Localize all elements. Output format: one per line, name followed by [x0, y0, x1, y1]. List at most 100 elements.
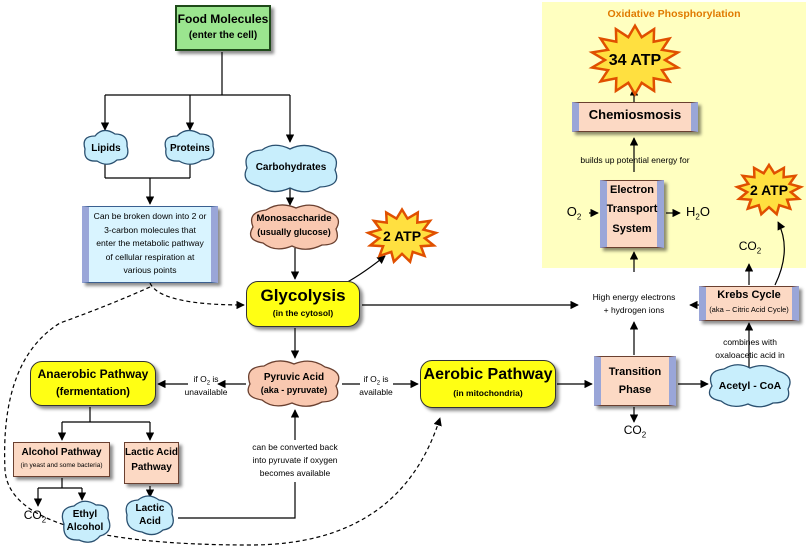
- lipids-cloud: [83, 129, 129, 165]
- monosaccharide-sub: (usually glucose): [257, 227, 331, 237]
- transition-phase-box: [594, 356, 676, 406]
- if-o2-available-line1: if O2 is: [350, 374, 402, 388]
- glycolysis-title: Glycolysis: [260, 286, 346, 305]
- high-energy-line2: + hydrogen ions: [603, 305, 665, 315]
- breakdown-line: Can be broken down into 2 or: [93, 211, 207, 221]
- lactic-acid-pathway-line2: Pathway: [131, 462, 172, 473]
- anaerobic-pathway-box: [30, 361, 156, 406]
- combines-line1: combines with: [723, 337, 777, 347]
- oxidative-phosphorylation-panel: [542, 2, 806, 268]
- anaerobic-pathway-sub: (fermentation): [56, 386, 130, 398]
- oxidative-phosphorylation-title: Oxidative Phosphorylation: [607, 8, 741, 20]
- dashed-arrow-breakdown-to-aerobic: [4, 286, 442, 546]
- electron-transport-box: [600, 180, 664, 248]
- if-o2-available-line2: available: [359, 387, 393, 397]
- anaerobic-pathway-title: Anaerobic Pathway: [37, 367, 149, 381]
- lactic-acid-pathway-line1: Lactic Acid: [125, 447, 178, 458]
- breakdown-line: enter the metabolic pathway: [96, 238, 204, 249]
- food-molecules-box: [175, 5, 271, 51]
- o2-label: O2: [563, 204, 585, 222]
- builds-up-label: builds up potential energy for: [580, 155, 690, 165]
- lactic-label: Lactic: [135, 503, 165, 514]
- co2-transition-subscript: 2: [641, 430, 647, 440]
- co2-transition-text: CO: [623, 423, 642, 437]
- alcohol-pathway-title: Alcohol Pathway: [21, 447, 102, 458]
- pyruvic-acid-label: Pyruvic Acid: [263, 372, 325, 383]
- atp-34-starburst: [588, 23, 682, 97]
- co2-krebs-subscript: 2: [756, 246, 762, 256]
- atp-krebs-label: 2 ATP: [749, 182, 789, 198]
- proteins-cloud: [164, 129, 215, 165]
- connectors: [33, 52, 786, 519]
- acid-label: Acid: [139, 516, 161, 527]
- dashed-connectors: [4, 282, 442, 546]
- krebs-cycle-sub: (aka – Citric Acid Cycle): [709, 305, 789, 314]
- if-o2-unavailable-is: is: [210, 374, 219, 384]
- alcohol-pathway-box: [13, 442, 110, 477]
- if-o2-unavailable-text: if O: [193, 374, 207, 384]
- krebs-cycle-title: Krebs Cycle: [717, 289, 781, 301]
- breakdown-line: various points: [123, 265, 177, 276]
- transition-line1: Transition: [608, 366, 662, 378]
- proteins-label: Proteins: [169, 143, 210, 154]
- h2o-o: O: [699, 204, 710, 219]
- if-o2-available-subscript: 2: [376, 380, 381, 387]
- alcohol-pathway-sub: (in yeast and some bacteria): [20, 462, 103, 469]
- dashed-arrow-breakdown-to-glycolysis: [149, 282, 245, 310]
- breakdown-line: 3-carbon molecules that: [104, 224, 196, 235]
- co2-fermentation-text: CO: [23, 508, 42, 522]
- breakdown-line: of cellular respiration at: [105, 251, 195, 262]
- if-o2-unavailable-line1: if O2 is: [178, 374, 234, 388]
- high-energy-line1: High energy electrons: [592, 292, 676, 302]
- lactic-acid-pathway-box: [124, 442, 179, 484]
- convert-back-line1: can be converted back: [252, 442, 338, 452]
- ets-line1: Electron: [609, 184, 654, 196]
- breakdown-text: Can be broken down into 2 or 3-carbon mo…: [92, 210, 208, 278]
- co2-krebs-label: CO2: [731, 239, 769, 256]
- h2o-h: H: [686, 204, 696, 219]
- if-o2-available-text: if O: [363, 374, 377, 384]
- carbohydrates-label: Carbohydrates: [255, 162, 327, 173]
- transition-line2: Phase: [618, 384, 652, 396]
- h2o-subscript: 2: [695, 212, 700, 222]
- co2-fermentation-subscript: 2: [41, 515, 47, 525]
- connector-lactic-acid-return: [178, 482, 296, 519]
- lipids-label: Lipids: [91, 143, 121, 154]
- ethyl-alcohol-cloud: [61, 500, 111, 543]
- krebs-cycle-box: [699, 286, 799, 321]
- convert-back-line3: becomes available: [259, 468, 331, 478]
- o2-subscript: 2: [576, 212, 582, 222]
- acetyl-coa-label: Acetyl - CoA: [718, 380, 782, 392]
- ets-line2: Transport: [606, 203, 658, 215]
- combines-line2: oxaloacetic acid in: [715, 350, 785, 360]
- monosaccharide-cloud: [249, 204, 340, 250]
- atp-glycolysis-starburst: [364, 207, 440, 265]
- atp-krebs-starburst: [733, 162, 805, 217]
- ethyl-label: Ethyl: [72, 509, 98, 520]
- food-molecules-title: Food Molecules: [177, 12, 269, 26]
- aerobic-pathway-title: Aerobic Pathway: [423, 366, 553, 383]
- co2-fermentation-label: CO2: [16, 508, 54, 525]
- carbohydrates-cloud: [244, 144, 338, 193]
- h2o-label: H2O: [682, 204, 714, 222]
- co2-transition-label: CO2: [616, 423, 654, 440]
- o2-text: O: [566, 204, 577, 219]
- if-o2-unavailable-subscript: 2: [206, 380, 211, 387]
- aerobic-pathway-sub: (in mitochondria): [453, 388, 523, 398]
- clouds: [61, 129, 791, 543]
- atp-glycolysis-label: 2 ATP: [382, 228, 422, 244]
- glycolysis-sub: (in the cytosol): [272, 308, 334, 318]
- lactic-acid-cloud: [125, 495, 174, 536]
- pyruvic-acid-cloud: [247, 360, 340, 407]
- convert-back-line2: into pyruvate if oxygen: [252, 455, 338, 465]
- breakdown-box: [82, 206, 218, 283]
- monosaccharide-label: Monosaccharide: [256, 213, 332, 224]
- alcohol-label: Alcohol: [66, 522, 104, 533]
- co2-krebs-text: CO: [738, 239, 757, 253]
- if-o2-unavailable-line2: unavailable: [184, 387, 228, 397]
- ets-line3: System: [612, 223, 652, 235]
- acetyl-coa-cloud: [708, 364, 791, 408]
- if-o2-available-is: is: [380, 374, 389, 384]
- pyruvic-acid-sub: (aka - pyruvate): [260, 385, 328, 395]
